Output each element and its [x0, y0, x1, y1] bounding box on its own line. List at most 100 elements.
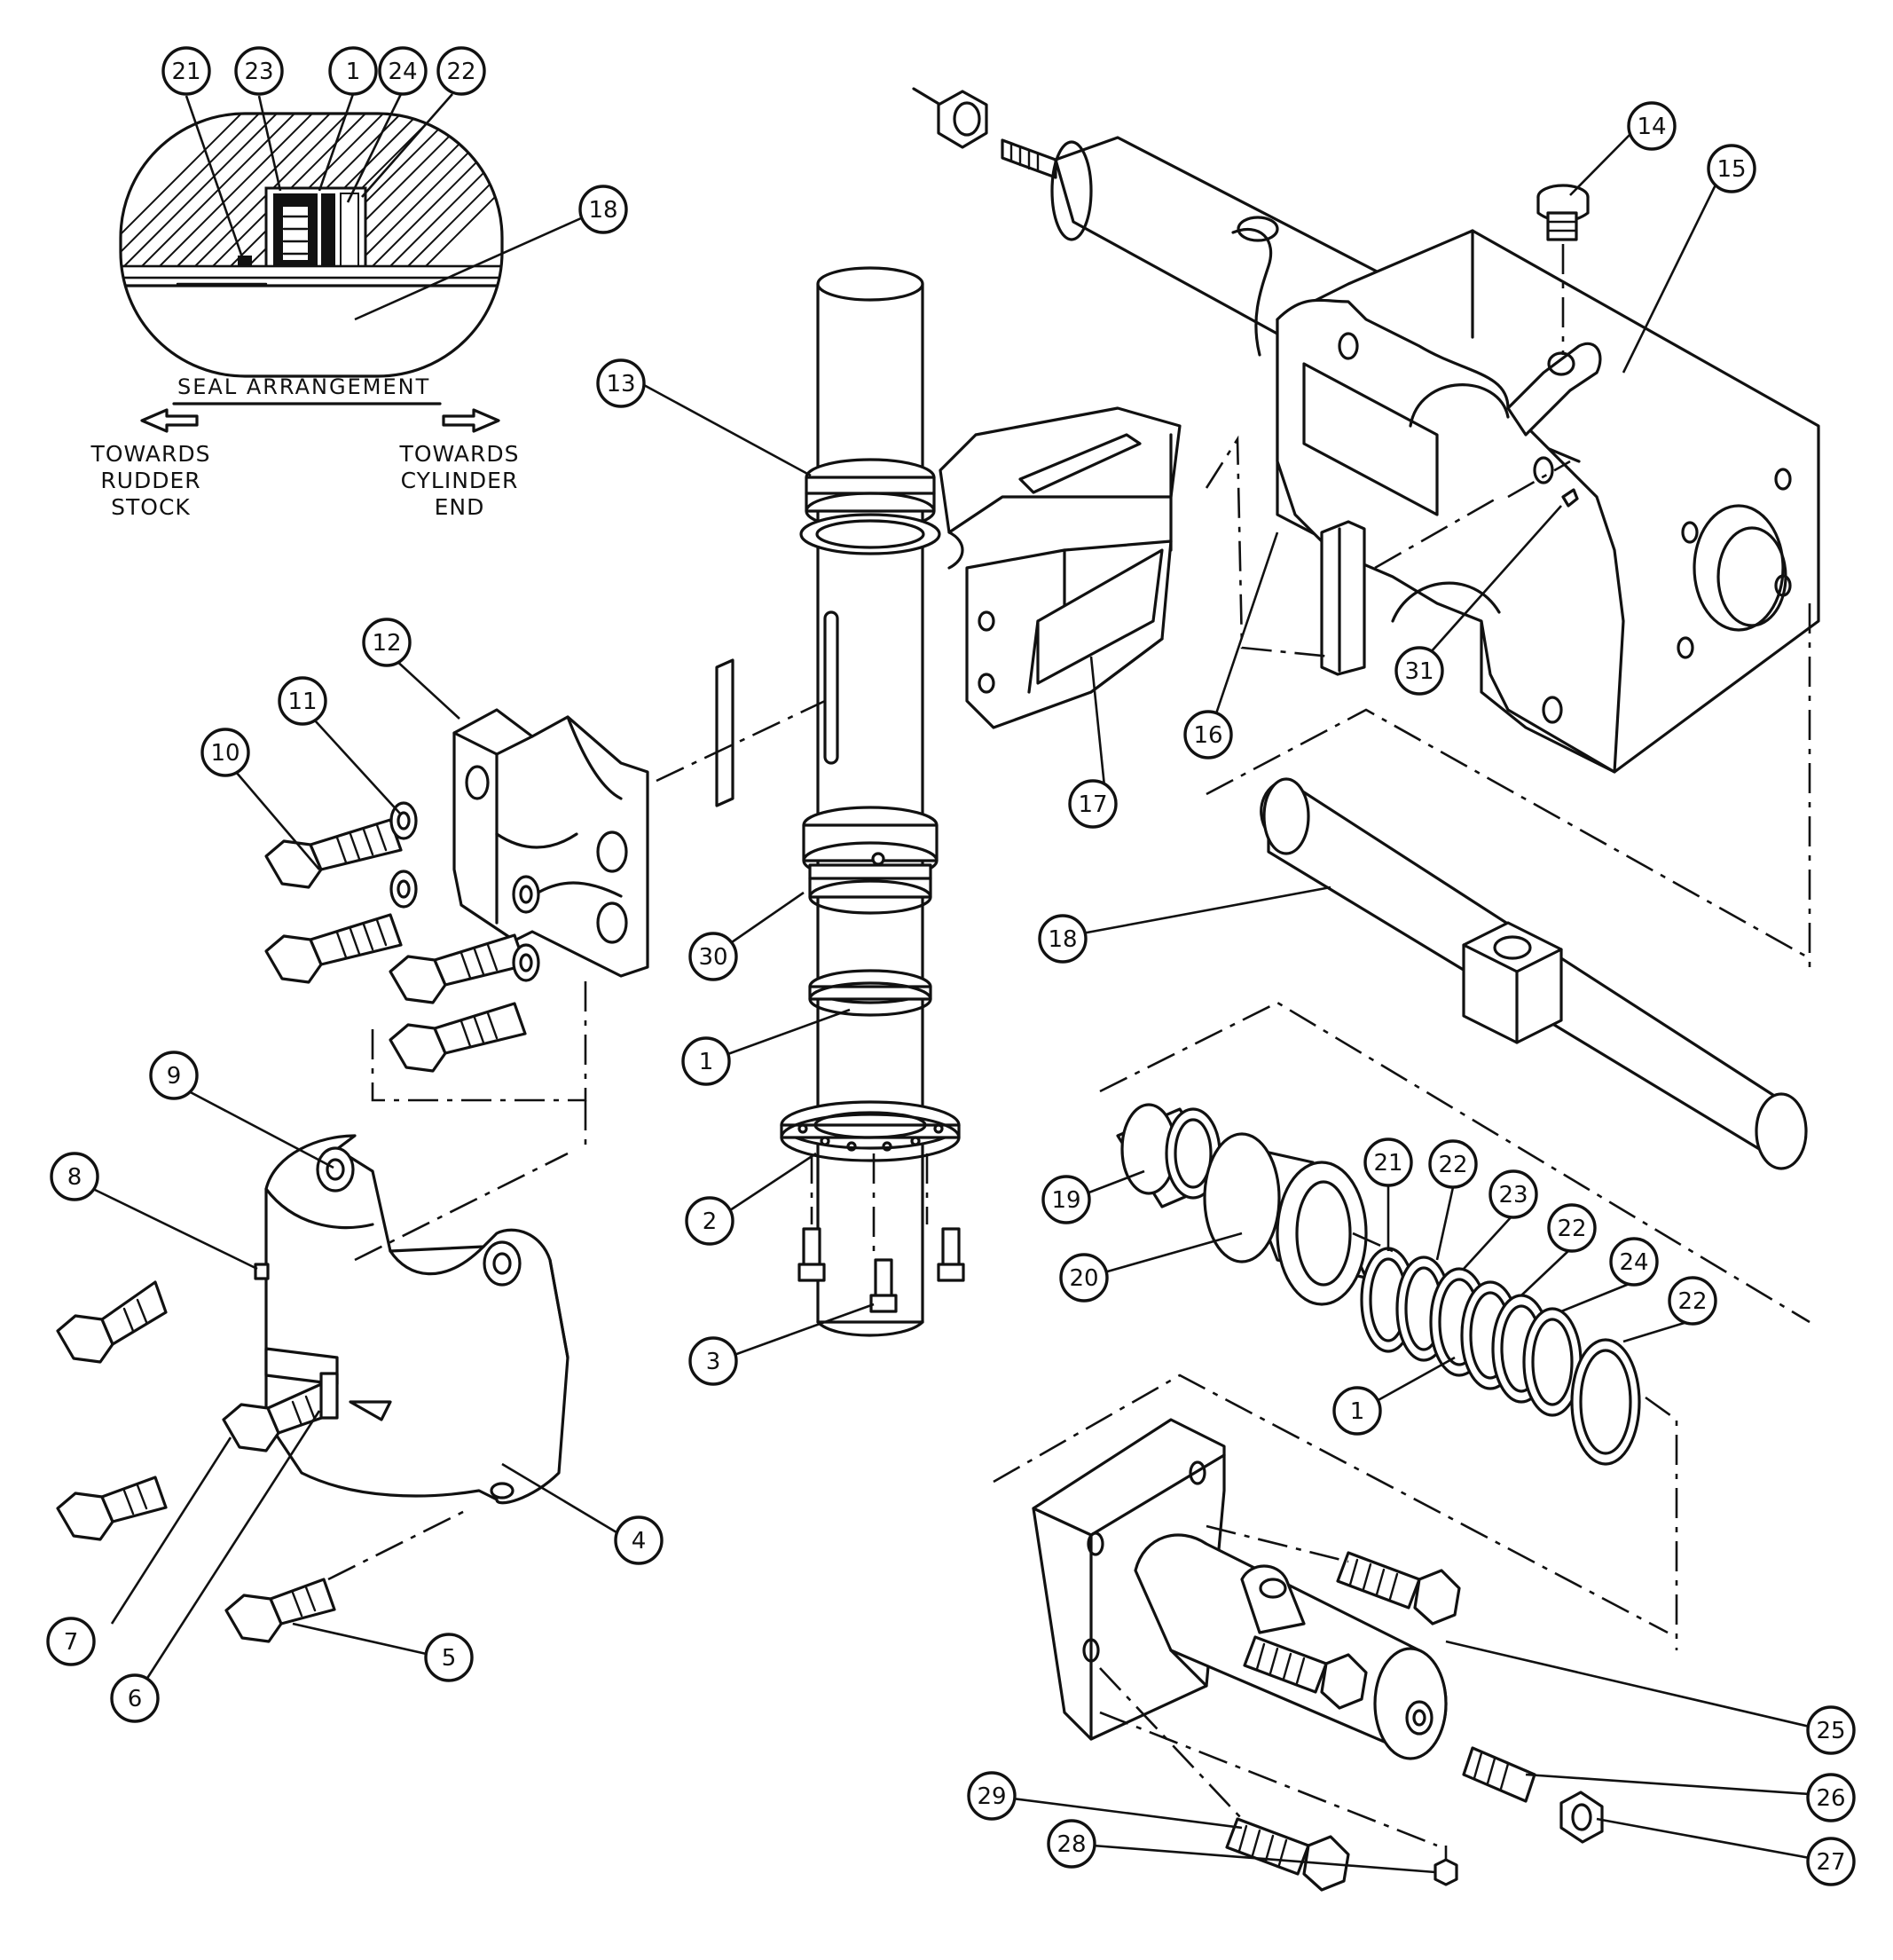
left-arrow-icon	[140, 408, 199, 433]
svg-text:26: 26	[1816, 1785, 1845, 1812]
balloon-13: 13	[596, 358, 646, 408]
cap-screw-center	[869, 1258, 898, 1313]
svg-text:23: 23	[244, 59, 273, 85]
balloon-7: 7	[46, 1617, 96, 1666]
balloon-5: 5	[424, 1633, 474, 1682]
svg-text:21: 21	[1373, 1150, 1402, 1177]
svg-text:13: 13	[606, 371, 635, 398]
balloon-17: 17	[1068, 779, 1118, 829]
svg-text:1: 1	[699, 1049, 714, 1075]
balloon-11: 11	[278, 676, 327, 726]
svg-text:20: 20	[1069, 1265, 1098, 1292]
svg-text:31: 31	[1404, 658, 1433, 685]
svg-text:22: 22	[446, 59, 475, 85]
cylinder-end-cap	[993, 1374, 1669, 1892]
svg-text:18: 18	[588, 197, 617, 224]
balloon-28: 28	[1047, 1819, 1096, 1869]
leader-lines	[92, 129, 1811, 1874]
svg-text:1: 1	[1350, 1398, 1365, 1425]
vent-plug	[1536, 184, 1590, 241]
balloon-3: 3	[688, 1336, 738, 1386]
svg-text:9: 9	[167, 1063, 182, 1090]
balloon-inset-21: 21	[161, 46, 211, 96]
svg-text:30: 30	[698, 944, 727, 971]
svg-text:24: 24	[1619, 1249, 1648, 1276]
balloon-12: 12	[362, 618, 412, 667]
balloon-15: 15	[1707, 144, 1756, 193]
svg-text:22: 22	[1677, 1288, 1707, 1315]
balloon-inset-1: 1	[328, 46, 378, 96]
balloon-1-seal: 1	[1332, 1386, 1382, 1436]
svg-text:19: 19	[1051, 1187, 1080, 1214]
svg-text:1: 1	[346, 59, 361, 85]
svg-text:10: 10	[210, 740, 240, 767]
clamp-upper-half	[452, 708, 649, 978]
balloon-inset-18: 18	[578, 185, 628, 234]
balloon-27: 27	[1806, 1837, 1856, 1886]
balloon-2: 2	[685, 1196, 734, 1246]
right-arrow-icon	[442, 408, 500, 433]
balloon-6: 6	[110, 1673, 160, 1723]
balloon-22-a: 22	[1428, 1139, 1478, 1189]
balloon-31: 31	[1394, 646, 1444, 696]
left-caption-line2: RUDDER	[100, 468, 200, 493]
svg-text:11: 11	[287, 689, 317, 715]
right-caption-line3: END	[435, 494, 485, 520]
balloon-20: 20	[1059, 1253, 1109, 1303]
svg-text:18: 18	[1048, 926, 1077, 953]
svg-text:6: 6	[128, 1686, 143, 1712]
balloon-18: 18	[1038, 914, 1088, 964]
bush-and-seals	[1099, 1001, 1811, 1650]
cylinder-housing	[912, 87, 1820, 967]
tiller-arm	[939, 406, 1182, 729]
cap-screw-left	[797, 1227, 826, 1282]
svg-text:12: 12	[372, 630, 401, 657]
balloon-19: 19	[1041, 1175, 1091, 1224]
svg-text:3: 3	[706, 1349, 721, 1375]
balloon-25: 25	[1806, 1705, 1856, 1755]
balloon-inset-22: 22	[436, 46, 486, 96]
svg-text:22: 22	[1557, 1216, 1586, 1242]
balloon-8: 8	[50, 1152, 99, 1201]
rudder-stock-shaft	[656, 266, 965, 1337]
right-caption-line1: TOWARDS	[399, 441, 520, 467]
svg-text:2: 2	[703, 1208, 718, 1235]
svg-text:21: 21	[171, 59, 200, 85]
svg-text:22: 22	[1438, 1152, 1467, 1178]
balloon-14: 14	[1627, 101, 1677, 151]
balloon-23: 23	[1488, 1169, 1538, 1219]
balloon-inset-24: 24	[378, 46, 428, 96]
left-caption-line1: TOWARDS	[90, 441, 211, 467]
hex-nut-top	[937, 90, 988, 149]
svg-text:17: 17	[1078, 791, 1107, 818]
item-balloons: 21 23 1 24 22 18 13 14 15 16 17 31 12 11…	[46, 46, 1856, 1886]
svg-text:27: 27	[1816, 1849, 1845, 1876]
left-caption-line3: STOCK	[111, 494, 191, 520]
balloon-10: 10	[200, 728, 250, 777]
balloon-21: 21	[1363, 1137, 1413, 1187]
balloon-24: 24	[1609, 1237, 1659, 1287]
cap-screw-right	[937, 1227, 965, 1282]
svg-text:8: 8	[67, 1164, 82, 1191]
seal-arrangement-inset: SEAL ARRANGEMENT TOWARDS RUDDER STOCK TO…	[90, 93, 582, 520]
balloon-22-b: 22	[1547, 1203, 1597, 1253]
balloon-26: 26	[1806, 1773, 1856, 1822]
ram-plunger	[1206, 708, 1811, 1170]
svg-text:16: 16	[1193, 722, 1222, 749]
svg-text:4: 4	[632, 1528, 647, 1555]
svg-text:7: 7	[64, 1629, 79, 1656]
balloon-1-shaft: 1	[681, 1036, 731, 1086]
svg-text:15: 15	[1716, 156, 1746, 183]
svg-text:14: 14	[1637, 114, 1666, 140]
bolt-set-5-6-7-8	[56, 1263, 339, 1643]
svg-text:25: 25	[1816, 1718, 1845, 1744]
right-caption-line2: CYLINDER	[401, 468, 519, 493]
balloon-16: 16	[1183, 710, 1233, 760]
bolt-set-10	[264, 801, 587, 1102]
svg-text:28: 28	[1056, 1831, 1086, 1858]
svg-text:5: 5	[442, 1645, 457, 1672]
clamp-lower-half	[264, 1100, 587, 1581]
balloon-30: 30	[688, 932, 738, 981]
